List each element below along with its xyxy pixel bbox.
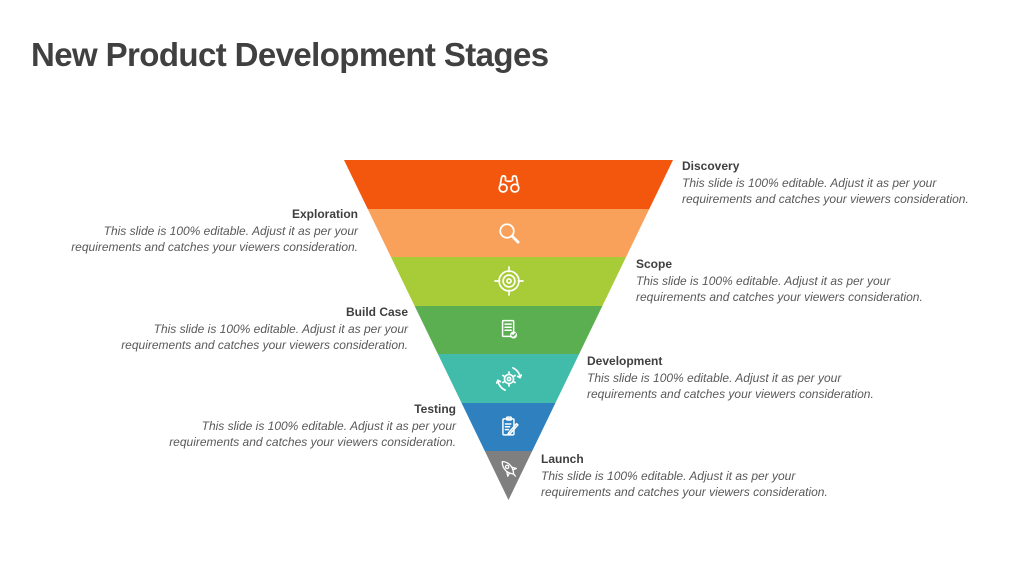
document-check-icon [495, 316, 523, 344]
stage-title: Build Case [345, 305, 408, 319]
stage-description: This slide is 100% editable. Adjust it a… [121, 322, 408, 352]
rocket-icon [496, 456, 522, 482]
magnifier-icon [495, 219, 523, 247]
funnel-stage-discovery[interactable] [344, 160, 673, 209]
stage-description: This slide is 100% editable. Adjust it a… [587, 371, 874, 401]
stage-title: Exploration [291, 207, 358, 221]
stage-label-development: Development This slide is 100% editable.… [587, 354, 895, 402]
stage-label-exploration: Exploration This slide is 100% editable.… [50, 207, 358, 255]
stage-description: This slide is 100% editable. Adjust it a… [541, 469, 828, 499]
gear-sync-icon [492, 362, 525, 395]
stage-label-launch: Launch This slide is 100% editable. Adju… [541, 452, 849, 500]
funnel-stage-exploration[interactable] [344, 208, 673, 258]
stage-title: Development [587, 354, 663, 368]
stage-description: This slide is 100% editable. Adjust it a… [636, 274, 923, 304]
stage-description: This slide is 100% editable. Adjust it a… [169, 419, 456, 449]
stage-description: This slide is 100% editable. Adjust it a… [682, 176, 969, 206]
stage-title: Launch [541, 452, 584, 466]
stage-description: This slide is 100% editable. Adjust it a… [71, 224, 358, 254]
target-icon [492, 265, 525, 298]
stage-title: Testing [414, 402, 456, 416]
stage-label-scope: Scope This slide is 100% editable. Adjus… [636, 257, 944, 305]
stage-title: Discovery [682, 159, 740, 173]
clipboard-edit-icon [495, 414, 522, 441]
page-title: New Product Development Stages [31, 36, 549, 73]
stage-label-build-case: Build Case This slide is 100% editable. … [100, 305, 408, 353]
stage-title: Scope [636, 257, 673, 271]
funnel-stage-scope[interactable] [344, 257, 673, 306]
stage-label-testing: Testing This slide is 100% editable. Adj… [148, 402, 456, 450]
binoculars-icon [494, 169, 524, 199]
stage-label-discovery: Discovery This slide is 100% editable. A… [682, 159, 990, 207]
